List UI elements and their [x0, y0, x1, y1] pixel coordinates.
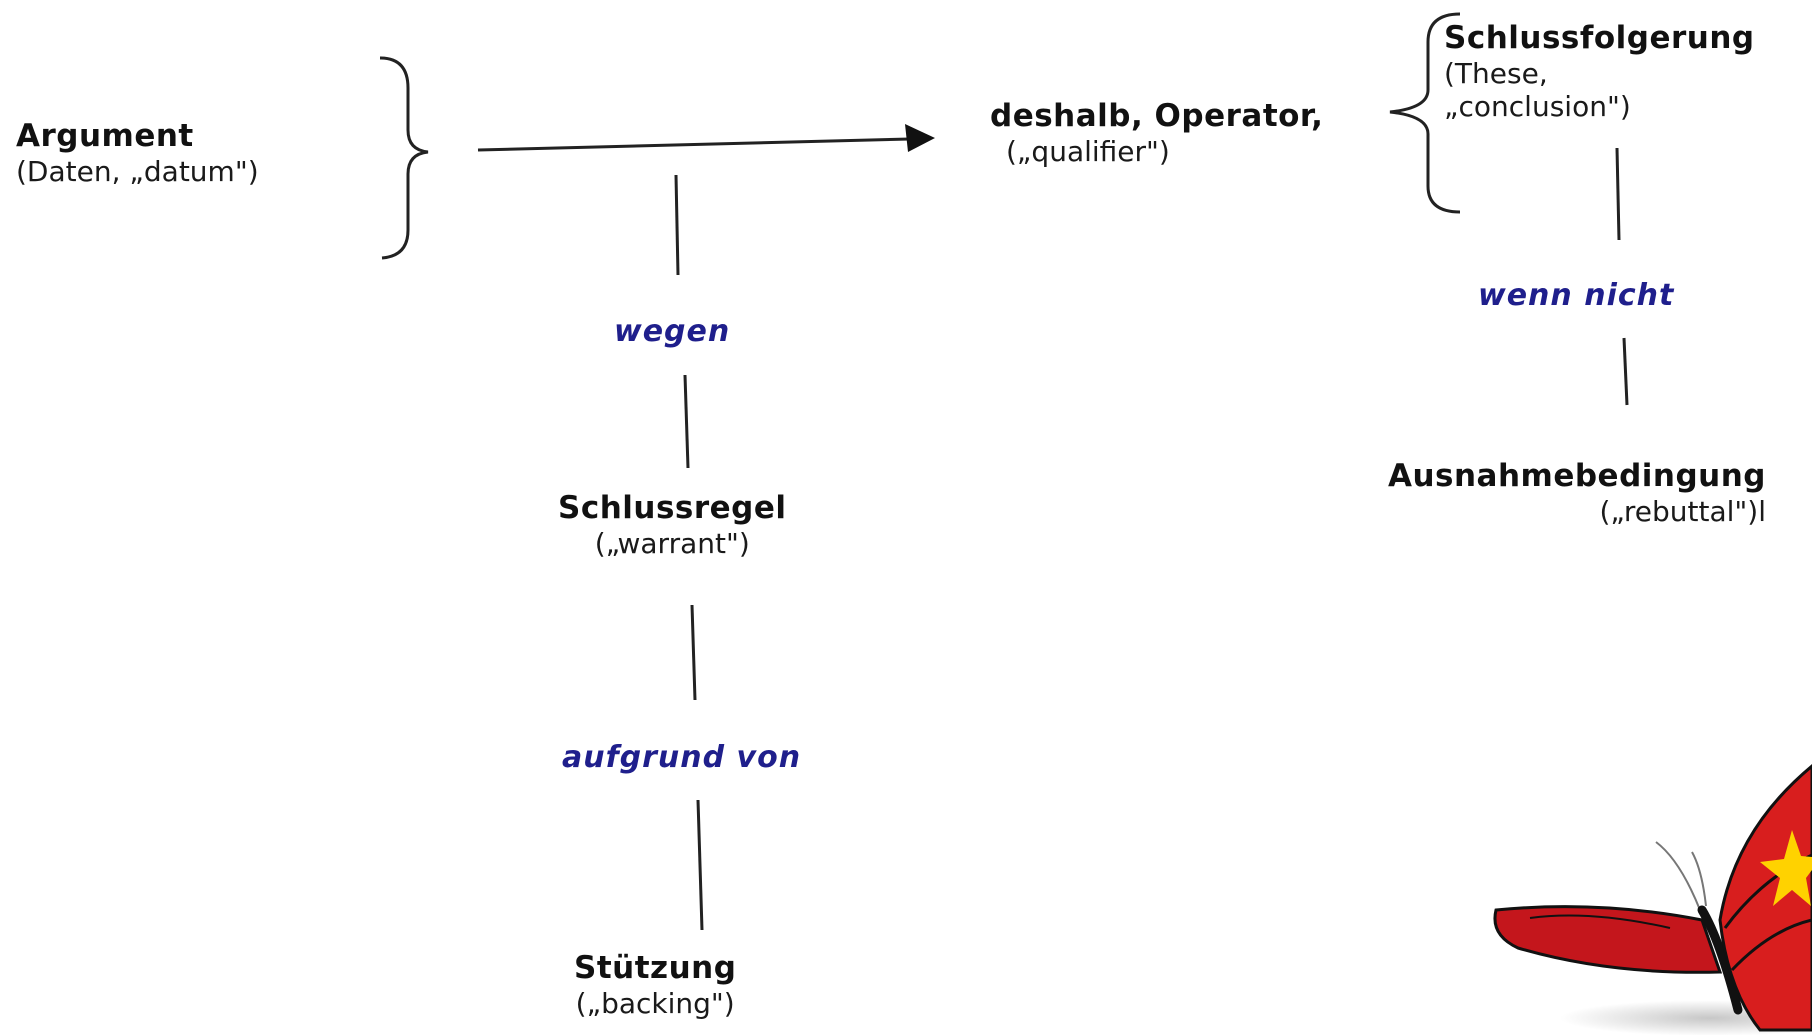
line-conclusion-to-wenn [1615, 147, 1621, 241]
conclusion-subtitle-line2: „conclusion") [1444, 89, 1631, 123]
conclusion-subtitle-line1: (These, [1444, 56, 1548, 90]
rebuttal-node: Ausnahmebedingung („rebuttal")l [1370, 458, 1766, 528]
line-wegen-to-warrant [683, 374, 690, 469]
conclusion-node: Schlussfolgerung (These, „conclusion") [1444, 20, 1755, 123]
warrant-subtitle: („warrant") [594, 526, 750, 560]
connector-wenn-nicht: wenn nicht [1478, 278, 1675, 313]
conclusion-title: Schlussfolgerung [1444, 20, 1755, 56]
argument-brace [379, 56, 429, 260]
line-to-wegen [674, 174, 680, 276]
warrant-node: Schlussregel („warrant") [558, 490, 787, 560]
qualifier-subtitle: („qualifier") [1006, 134, 1170, 168]
backing-node: Stützung („backing") [574, 950, 736, 1020]
warrant-title: Schlussregel [558, 490, 787, 526]
connector-wegen: wegen [614, 314, 731, 349]
connector-aufgrund-von: aufgrund von [562, 740, 802, 775]
line-warrant-to-aufgrund [690, 604, 697, 701]
argument-node: Argument (Daten, „datum") [16, 118, 259, 188]
line-wenn-to-rebuttal [1622, 337, 1629, 406]
line-aufgrund-to-backing [696, 799, 704, 931]
backing-subtitle: („backing") [575, 986, 735, 1020]
butterfly-icon [1493, 764, 1812, 1035]
arrow-head [905, 124, 935, 152]
conclusion-brace [1389, 12, 1461, 214]
rebuttal-subtitle: („rebuttal")l [1599, 494, 1766, 528]
argument-title: Argument [16, 118, 194, 154]
rebuttal-title: Ausnahmebedingung [1387, 458, 1766, 494]
argument-subtitle: (Daten, „datum") [16, 154, 259, 188]
qualifier-title: deshalb, Operator, [990, 98, 1324, 134]
qualifier-node: deshalb, Operator, („qualifier") [990, 98, 1323, 168]
main-arrow-line [477, 137, 911, 152]
backing-title: Stützung [574, 950, 737, 986]
